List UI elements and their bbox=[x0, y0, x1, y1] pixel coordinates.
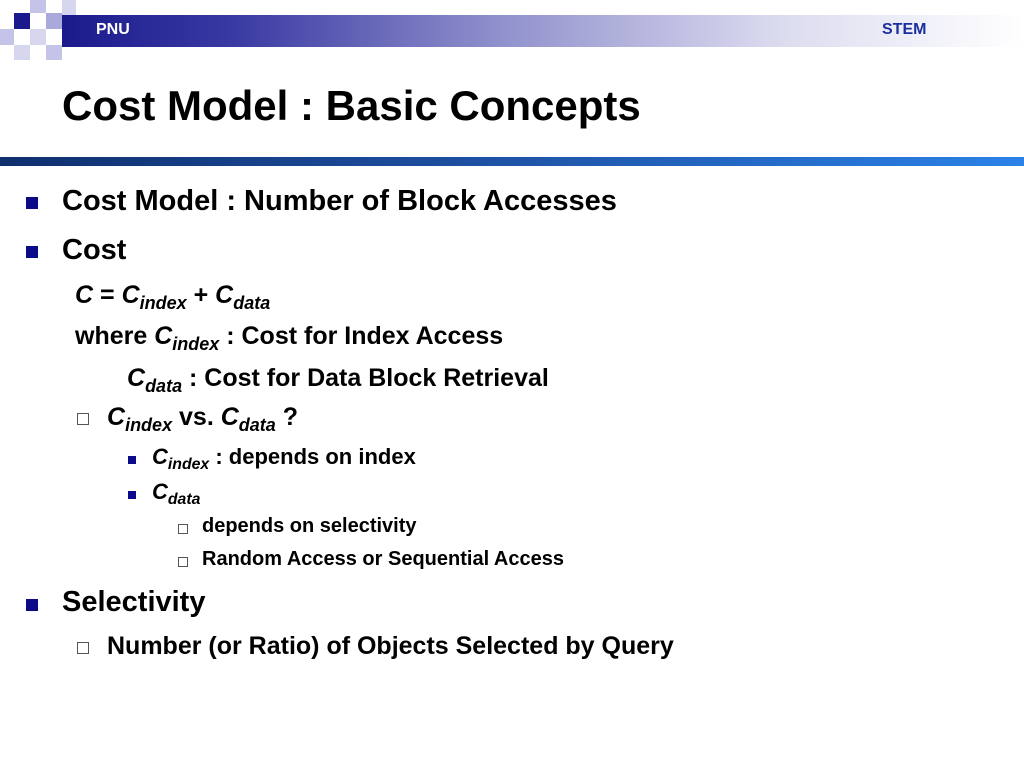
hollow-square-bullet-icon bbox=[77, 642, 89, 654]
data-item-sub: data bbox=[167, 491, 201, 509]
formula-lhs: C bbox=[75, 281, 94, 309]
vs-mid: vs. bbox=[172, 403, 221, 431]
bullet-depends-selectivity: depends on selectivity bbox=[202, 515, 417, 537]
hollow-square-bullet-icon bbox=[178, 557, 188, 567]
bullet-selectivity-definition: Number (or Ratio) of Objects Selected by… bbox=[107, 632, 674, 660]
square-bullet-icon bbox=[26, 246, 38, 258]
vs-c-index: C bbox=[107, 403, 126, 431]
index-item-text: : depends on index bbox=[209, 444, 416, 469]
data-definition: Cdata : Cost for Data Block Retrieval bbox=[127, 364, 549, 396]
where-word: where bbox=[75, 322, 155, 350]
square-bullet-icon bbox=[128, 491, 136, 499]
formula-sub-data: data bbox=[233, 292, 271, 313]
cost-formula: C = Cindex + Cdata bbox=[75, 281, 271, 313]
bullet-cost: Cost bbox=[62, 234, 127, 266]
where-sub: index bbox=[172, 333, 220, 354]
where-index-definition: where Cindex : Cost for Index Access bbox=[75, 322, 504, 354]
bullet-index-vs-data: Cindex vs. Cdata ? bbox=[107, 403, 299, 435]
hollow-square-bullet-icon bbox=[178, 524, 188, 534]
logo-squares bbox=[0, 0, 80, 62]
square-bullet-icon bbox=[128, 456, 136, 464]
title-rule bbox=[0, 157, 1024, 166]
vs-question: ? bbox=[275, 403, 299, 431]
square-bullet-icon bbox=[26, 599, 38, 611]
vs-sub-index: index bbox=[125, 414, 173, 435]
formula-sub-index: index bbox=[139, 292, 187, 313]
vs-c-data: C bbox=[220, 403, 239, 431]
vs-sub-data: data bbox=[238, 414, 276, 435]
data-def-text: : Cost for Data Block Retrieval bbox=[182, 364, 549, 392]
formula-plus: + bbox=[186, 281, 216, 309]
formula-c-data: C bbox=[215, 281, 234, 309]
data-def-c: C bbox=[127, 364, 146, 392]
bullet-cost-model: Cost Model : Number of Block Accesses bbox=[62, 185, 617, 217]
slide-title: Cost Model : Basic Concepts bbox=[62, 82, 641, 129]
bullet-data: Cdata bbox=[152, 479, 201, 509]
header-bar bbox=[62, 15, 1024, 47]
index-item-c: C bbox=[152, 444, 168, 469]
square-bullet-icon bbox=[26, 197, 38, 209]
hollow-square-bullet-icon bbox=[77, 413, 89, 425]
header-left-label: PNU bbox=[96, 21, 130, 38]
header-right-label: STEM bbox=[882, 21, 927, 38]
index-item-sub: index bbox=[167, 456, 210, 474]
bullet-index-depends: Cindex : depends on index bbox=[152, 444, 416, 474]
formula-c-index: C bbox=[121, 281, 140, 309]
bullet-random-sequential: Random Access or Sequential Access bbox=[202, 548, 564, 570]
data-item-c: C bbox=[152, 479, 168, 504]
bullet-selectivity: Selectivity bbox=[62, 586, 206, 618]
where-text: : Cost for Index Access bbox=[219, 322, 504, 350]
where-c: C bbox=[154, 322, 173, 350]
formula-eq: = bbox=[93, 281, 122, 309]
data-def-sub: data bbox=[145, 375, 183, 396]
